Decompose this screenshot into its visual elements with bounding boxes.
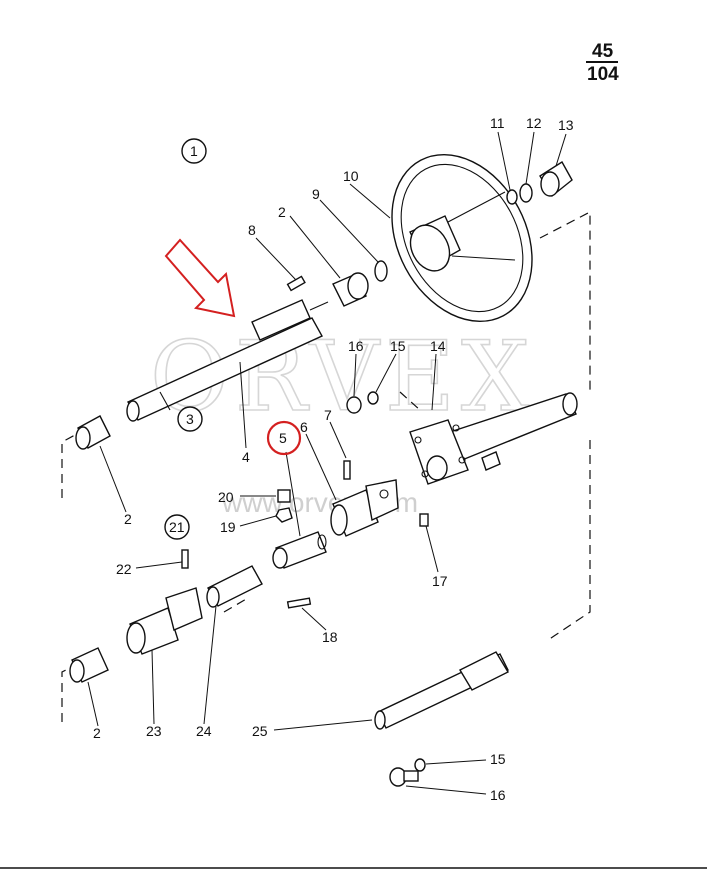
- svg-text:21: 21: [169, 519, 185, 535]
- callout-7: 7: [324, 407, 332, 423]
- callout-23: 23: [146, 723, 162, 739]
- callout-13: 13: [558, 117, 574, 133]
- universal-joint-lower: [126, 587, 203, 655]
- key-part: [286, 275, 306, 292]
- bolt-upper: [346, 391, 379, 414]
- upper-column-shaft: [126, 299, 329, 422]
- callout-17: 17: [432, 573, 448, 589]
- group-marker-3: 3: [177, 406, 203, 432]
- set-screw: [419, 513, 429, 527]
- coupling-sleeve: [272, 531, 327, 569]
- callout-15: 15: [390, 338, 406, 354]
- upper-bush: [332, 260, 388, 307]
- callout-labels: 2 8 9 10 11 12 13 16 15 14 7 6 5 4 2 20 …: [93, 115, 574, 803]
- pin-lower: [181, 549, 189, 569]
- highlight-circle: [266, 420, 302, 456]
- callout-16-lower: 16: [490, 787, 506, 803]
- pin-upper: [343, 460, 351, 480]
- group-marker-21: 21: [164, 514, 190, 540]
- callout-22: 22: [116, 561, 132, 577]
- universal-joint-upper: [330, 479, 399, 537]
- column-bracket: [409, 392, 578, 485]
- callout-25: 25: [252, 723, 268, 739]
- callout-16: 16: [348, 338, 364, 354]
- callout-19: 19: [220, 519, 236, 535]
- callout-5: 5: [279, 430, 287, 446]
- lower-shaft: [374, 651, 509, 730]
- leader-lines: [87, 131, 567, 795]
- pointer-arrow-icon: [164, 238, 236, 318]
- page-number-top: 45: [592, 41, 614, 62]
- callout-9: 9: [312, 186, 320, 202]
- group-marker-1: 1: [181, 138, 207, 164]
- callout-2: 2: [278, 204, 286, 220]
- callout-4: 4: [242, 449, 250, 465]
- callout-24: 24: [196, 723, 212, 739]
- callout-14: 14: [430, 338, 446, 354]
- lower-bush-left: [75, 415, 111, 450]
- bolt-lower: [389, 758, 426, 787]
- callout-20: 20: [218, 489, 234, 505]
- key-lower: [286, 597, 312, 609]
- callout-2-bottom: 2: [93, 725, 101, 741]
- callout-2-left: 2: [124, 511, 132, 527]
- svg-text:1: 1: [190, 143, 198, 159]
- callout-10: 10: [343, 168, 359, 184]
- svg-text:3: 3: [186, 411, 194, 427]
- callout-15-lower: 15: [490, 751, 506, 767]
- callout-8: 8: [248, 222, 256, 238]
- steering-wheel: [391, 153, 533, 323]
- page-number: 45 104: [586, 41, 619, 85]
- callout-11: 11: [490, 115, 505, 131]
- page-number-bottom: 104: [587, 64, 619, 85]
- lower-bush-bottom: [69, 647, 109, 683]
- callout-18: 18: [322, 629, 338, 645]
- hub-nut-assembly: [506, 161, 573, 205]
- grease-nipple: [275, 489, 293, 523]
- callout-12: 12: [526, 115, 542, 131]
- callout-6: 6: [300, 419, 308, 435]
- intermediate-shaft: [206, 565, 263, 608]
